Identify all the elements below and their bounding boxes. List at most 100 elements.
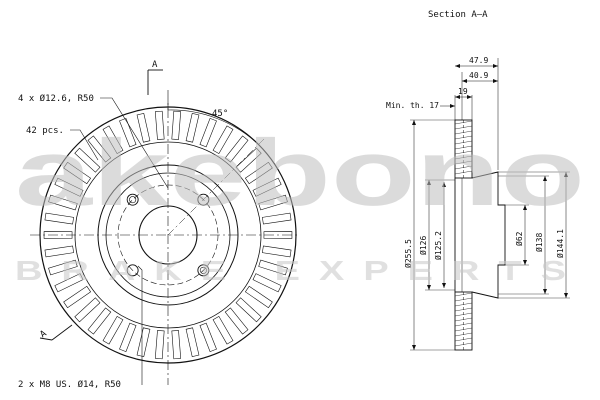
threaded-holes-label: 2 x M8 US. Ø14, R50 bbox=[18, 379, 121, 390]
watermark-tagline: BRAKE EXPERTS bbox=[15, 255, 585, 286]
arrowhead bbox=[412, 345, 416, 350]
vent-rib bbox=[252, 177, 282, 197]
vent-rib bbox=[224, 135, 249, 163]
vent-rib bbox=[244, 161, 273, 185]
dimension-arrows bbox=[412, 64, 568, 350]
section-hatch bbox=[454, 120, 473, 350]
vent-rib bbox=[119, 117, 137, 148]
arrowhead bbox=[523, 260, 527, 265]
thread-inner bbox=[129, 196, 137, 204]
vent-rib bbox=[48, 259, 78, 276]
section-view bbox=[410, 58, 570, 351]
vent-rib bbox=[136, 327, 151, 357]
vent-rib bbox=[263, 231, 293, 239]
vent-rib bbox=[224, 307, 249, 335]
vent-ribs bbox=[43, 110, 293, 360]
dim-255-5: Ø255.5 bbox=[403, 239, 413, 268]
arrowhead bbox=[450, 104, 455, 108]
dim-40-9: 40.9 bbox=[469, 71, 488, 80]
vent-rib bbox=[199, 117, 217, 148]
arrowhead bbox=[427, 180, 431, 185]
arrowhead bbox=[467, 95, 472, 99]
vent-rib bbox=[171, 110, 182, 140]
arrowhead bbox=[493, 79, 498, 83]
dim-19: 19 bbox=[458, 87, 468, 96]
section-marker-top: A bbox=[152, 60, 158, 70]
vent-rib bbox=[102, 125, 124, 155]
thread-inner bbox=[199, 266, 207, 274]
vent-rib bbox=[212, 125, 234, 155]
angle-label: 45° bbox=[212, 109, 228, 119]
vent-rib bbox=[54, 273, 84, 293]
section-arrow-bottom bbox=[39, 337, 53, 341]
watermark-logo: akebono BRAKE EXPERTS bbox=[15, 120, 585, 286]
bolt-holes-label: 4 x Ø12.6, R50 bbox=[18, 93, 94, 104]
bolt-hole bbox=[126, 264, 139, 277]
dim-126: Ø126 bbox=[418, 236, 428, 255]
vent-rib bbox=[244, 285, 273, 309]
arrowhead bbox=[543, 289, 547, 294]
threaded-hole-leader bbox=[137, 265, 143, 385]
vent-rib bbox=[136, 113, 151, 143]
vent-rib bbox=[171, 330, 182, 360]
dim-138: Ø138 bbox=[534, 233, 544, 252]
arrowhead bbox=[442, 283, 446, 288]
hub-step-ring bbox=[105, 172, 231, 298]
arrowhead bbox=[455, 64, 460, 68]
arrowhead bbox=[462, 79, 467, 83]
vent-rib bbox=[258, 194, 288, 211]
arrowhead bbox=[442, 182, 446, 187]
vent-rib bbox=[154, 330, 165, 360]
center-bore bbox=[138, 205, 198, 265]
vent-rib bbox=[262, 245, 292, 258]
bolt-hole bbox=[197, 193, 210, 206]
vent-rib bbox=[262, 212, 292, 225]
section-line-bottom bbox=[51, 324, 73, 341]
threaded-hole bbox=[126, 193, 139, 206]
vent-rib bbox=[185, 327, 200, 357]
vent-rib bbox=[235, 297, 262, 323]
vent-rib bbox=[119, 322, 137, 353]
vent-rib bbox=[154, 110, 165, 140]
vent-rib bbox=[43, 231, 73, 239]
dim-62: Ø62 bbox=[514, 231, 524, 246]
section-title: Section A–A bbox=[428, 10, 488, 20]
vent-rib bbox=[102, 315, 124, 345]
vent-rib bbox=[185, 113, 200, 143]
angle-arc bbox=[167, 109, 259, 145]
dim-144-1: Ø144.1 bbox=[555, 229, 565, 258]
arrowhead bbox=[493, 64, 498, 68]
min-thickness-label: Min. th. 17 bbox=[386, 101, 439, 110]
vent-rib bbox=[199, 322, 217, 353]
vent-rib bbox=[258, 259, 288, 276]
vent-rib bbox=[74, 297, 101, 323]
vent-rib bbox=[87, 307, 112, 335]
arrowhead bbox=[427, 285, 431, 290]
hub-outer-ring bbox=[97, 164, 239, 306]
vent-rib bbox=[44, 245, 74, 258]
arrowhead bbox=[455, 95, 460, 99]
vent-rib bbox=[212, 315, 234, 345]
inner-friction-edge bbox=[74, 141, 262, 329]
arrowhead bbox=[543, 176, 547, 181]
bolt-hole-leader bbox=[100, 97, 169, 189]
vent-rib bbox=[54, 177, 84, 197]
section-marker-bottom: A bbox=[38, 329, 49, 341]
vent-rib bbox=[74, 147, 101, 173]
arrowhead bbox=[523, 205, 527, 210]
front-view bbox=[30, 69, 300, 385]
vent-rib bbox=[252, 273, 282, 293]
angle-ray bbox=[167, 138, 265, 236]
arrowhead bbox=[564, 172, 568, 177]
arrowhead bbox=[412, 120, 416, 125]
vent-rib bbox=[63, 285, 92, 309]
vent-rib bbox=[235, 147, 262, 173]
watermark-brand: akebono bbox=[15, 120, 585, 225]
hat-profile bbox=[471, 171, 506, 299]
vent-rib bbox=[48, 194, 78, 211]
vent-count-label: 42 pcs. bbox=[26, 126, 64, 136]
bolt-holes bbox=[126, 193, 210, 277]
vent-count-leader bbox=[70, 129, 99, 161]
vent-rib bbox=[87, 135, 112, 163]
